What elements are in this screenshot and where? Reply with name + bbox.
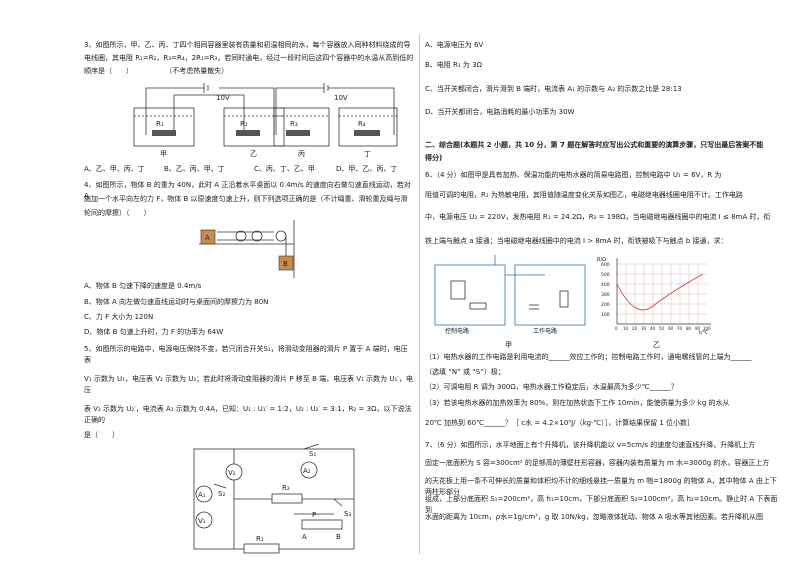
graph-ytick-200: 200	[601, 302, 610, 308]
q7-line5: 水面的距离为 10cm，ρ水=1g/cm³，g 取 10N/kg，忽略液体扰动、…	[425, 513, 763, 521]
q3-label-bing: 丙	[298, 150, 305, 158]
q4-option-b: B、物体 A 向左做匀速直线运动时与桌面间的摩擦力为 80N	[84, 298, 269, 306]
graph-ytick-100: 100	[601, 312, 610, 318]
q7-line1: 7、（6 分）如图所示，水平地面上有个升降机，该升降机能以 v=5cm/s 的速…	[425, 441, 756, 449]
graph-xtick-10: 10	[623, 326, 629, 331]
q6-sub2: （2）可调电阻 R 调为 300Ω，电热水器工作稳定后，水温最高为多少℃____…	[425, 383, 678, 391]
q5-stem-line1a: 5、如图所示的电路中，电源电压保持不变，若只闭合开关	[84, 345, 264, 353]
q5-label-s2: S₂	[218, 490, 225, 498]
graph-xtick-0: 0	[615, 326, 618, 331]
column-divider	[419, 34, 420, 554]
q5-stem-line1: 5、如图所示的电路中，电源电压保持不变，若只闭合开关S₁，将滑动变阻器的滑片 P…	[84, 344, 414, 366]
q3-stem-line1: 3、如图所示，甲、乙、丙、丁四个相同容器里装有质量和初温相同的水，每个容器放入同…	[84, 41, 411, 49]
q6-figure-jia-label: 甲	[505, 341, 512, 349]
graph-xtick-50: 50	[659, 326, 665, 331]
q3-containers-diagram: R₁ R₂ R₃ R₄ 10V 10V 甲 乙 丙 丁	[133, 83, 398, 158]
q6-sub3: （3）若该电热水器的加热效率为 80%，则在加热状态下工作 10min，能使质量…	[425, 399, 730, 407]
q4-pulley-diagram: A B	[199, 220, 295, 278]
q3-option-a: A、乙、甲、丙、丁	[84, 165, 145, 173]
q5-option-a: A、电源电压为 6V	[425, 41, 484, 49]
q5-label-r1: R₁	[256, 535, 264, 543]
q6-line2: 阻值可调的电阻，R₁ 为热敏电阻，其阻值随温度变化关系如图乙，电磁继电器线圈电阻…	[425, 191, 743, 199]
q5-stem-line2: V₁ 示数为 U₁，电压表 V₂ 示数为 U₂；若此时将滑动变阻器的滑片 P 移…	[84, 375, 413, 394]
graph-xtick-100: 100	[703, 326, 711, 331]
q3-label-voltage-right: 10V	[334, 94, 348, 102]
q5-label-v2: V₂	[228, 469, 236, 477]
q3-stem-line2: 电线圈，其电阻 R₁=R₂，R₃=R₄，2R₁=R₃，若同时通电，经过一段时间后…	[84, 54, 414, 62]
q5-option-d: D、当开关都闭合，电路消耗的最小功率为 30W	[425, 108, 575, 116]
graph-ytick-300: 300	[601, 292, 610, 298]
graph-ylabel: R/Ω	[597, 257, 606, 263]
graph-xtick-30: 30	[641, 326, 647, 331]
graph-ytick-500: 500	[601, 272, 610, 278]
q5-label-b: B	[336, 533, 341, 541]
q3-stem-line3-text: 顺序是（ ）	[84, 67, 133, 75]
q5-label-a2: A₂	[303, 467, 311, 475]
graph-xtick-40: 40	[650, 326, 656, 331]
q5-label-s1: S₁	[309, 450, 316, 458]
q3-label-r4: R₄	[358, 120, 366, 128]
q3-note: （不考虑热量散失）	[165, 67, 229, 75]
q6-sub1: （1）电热水器的工作电路是利用电流的______效应工作的；控制电路工作时，通电…	[425, 353, 752, 361]
graph-xtick-20: 20	[632, 326, 638, 331]
q6-figure-yi-label: 乙	[653, 341, 660, 349]
q5-option-b: B、电阻 R₁ 为 3Ω	[425, 61, 482, 69]
q3-label-yi: 乙	[250, 150, 257, 158]
q4-label-a: A	[205, 234, 210, 242]
q3-option-b: B、乙、丙、甲、丁	[164, 165, 225, 173]
q4-label-b: B	[283, 260, 288, 268]
q3-label-r3: R₃	[290, 120, 298, 128]
q5-stem-s1: S₁	[263, 345, 271, 353]
q5-stem-line1b: ，将滑动变阻器的滑片 P 置于 A 端时，电压表	[84, 345, 408, 364]
q6-figure-circuit: 控制电路 工作电路	[434, 255, 586, 335]
q6-line1: 6、（4 分）如图甲是具有加热、保温功能的电热水器的简易电路图，控制电路中 U₁…	[425, 171, 722, 179]
q5-circuit-diagram: V₂ A₂ A₁ V₁ S₁ S₂ S₃ R₂ R₁ P A B	[193, 444, 355, 554]
q5-option-c: C、当开关都闭合，滑片滑到 B 端时，电流表 A₁ 的示数与 A₂ 的示数之比是…	[425, 85, 682, 93]
graph-grid	[617, 263, 707, 324]
q3-option-d: D、甲、乙、丙、丁	[336, 165, 398, 173]
graph-ytick-600: 600	[601, 262, 610, 268]
q5-stem-line4: 是（ ）	[84, 431, 119, 439]
q7-line4: 组成，上部分底面积 S₁=200cm²，高 h₁=10cm，下部分底面积 S₂=…	[425, 495, 778, 514]
q4-stem-line2: 施加一个水平向左的力 F，物体 B 以原速度匀速上升，则下列选项正确的是（不计绳…	[84, 195, 408, 203]
q4-option-c: C、力 F 大小为 120N	[84, 313, 154, 321]
q4-stem-line3: 轮间的摩擦）（ ）	[84, 209, 151, 217]
q7-line3: 的天花板上用一条不可伸长的质量和体积均不计的细线悬挂一质量为 m 物=1800g…	[425, 477, 777, 496]
section-header: 二、综合题(本题共 2 小题，共 10 分，第 7 题在解答时应写出公式和重要的…	[425, 141, 764, 149]
q6-line3: 中，电源电压 U₂ = 220V，发热电阻 R₁ = 24.2Ω，R₂ = 19…	[425, 213, 771, 221]
graph-xtick-60: 60	[668, 326, 674, 331]
q5-label-r2: R₂	[282, 484, 290, 492]
q6-label-work: 工作电路	[533, 327, 557, 335]
graph-xlabel: t/℃	[699, 330, 709, 336]
q5-label-v1: V₁	[198, 517, 206, 525]
q6-label-control: 控制电路	[445, 327, 469, 335]
q3-option-c: C、丙、丁、乙、甲	[254, 165, 315, 173]
q6-figure-graph: R/Ω t/℃ 600 500 400 300 200 100 0 10 20 …	[597, 257, 711, 336]
q3-label-ding: 丁	[364, 150, 371, 158]
q3-label-jia: 甲	[160, 150, 167, 158]
q6-sub3b: 20℃ 加热到 60℃______？［ c水 = 4.2×10³J/（kg·℃）…	[425, 419, 694, 427]
graph-xtick-80: 80	[686, 326, 692, 331]
q5-label-a: A	[302, 533, 307, 541]
graph-curve	[616, 273, 704, 311]
graph-xtick-70: 70	[677, 326, 683, 331]
section-header-line2: 得分)	[425, 154, 443, 162]
q3-label-r1: R₁	[156, 120, 164, 128]
q6-sub1b: （选填 “N” 或 “S”）极；	[425, 368, 505, 376]
q5-stem-line3: 表 V₂ 示数为 U₂′，电流表 A₁ 示数为 0.4A，已知：U₁ : U₁′…	[84, 405, 412, 424]
q5-label-a1: A₁	[198, 491, 206, 499]
q3-label-r2: R₂	[240, 120, 248, 128]
q4-option-a: A、物体 B 匀速下降的速度是 0.4m/s	[84, 282, 202, 290]
graph-ytick-400: 400	[601, 282, 610, 288]
q5-label-p: P	[312, 511, 316, 519]
q7-line2: 固定一底面积为 S 容=300cm² 的足够高的薄壁柱形容器，容器内装有质量为 …	[425, 459, 770, 467]
q3-stem-line3: 顺序是（ ） （不考虑热量散失）	[84, 66, 228, 77]
q4-option-d: D、物体 B 匀速上升时，力 F 的功率为 64W	[84, 328, 224, 336]
q5-label-s3: S₃	[344, 510, 351, 518]
q3-label-voltage-left: 10V	[216, 94, 230, 102]
graph-xtick-90: 90	[695, 326, 701, 331]
q6-line4: 铁上端与触点 a 接通；当电磁继电器线圈中的电流 I > 8mA 时，衔铁被吸下…	[425, 237, 728, 245]
q4-stem-line1: 4、如图所示，物体 B 的重为 40N，此时 A 正沿着水平桌面以 0.4m/s…	[84, 181, 411, 200]
